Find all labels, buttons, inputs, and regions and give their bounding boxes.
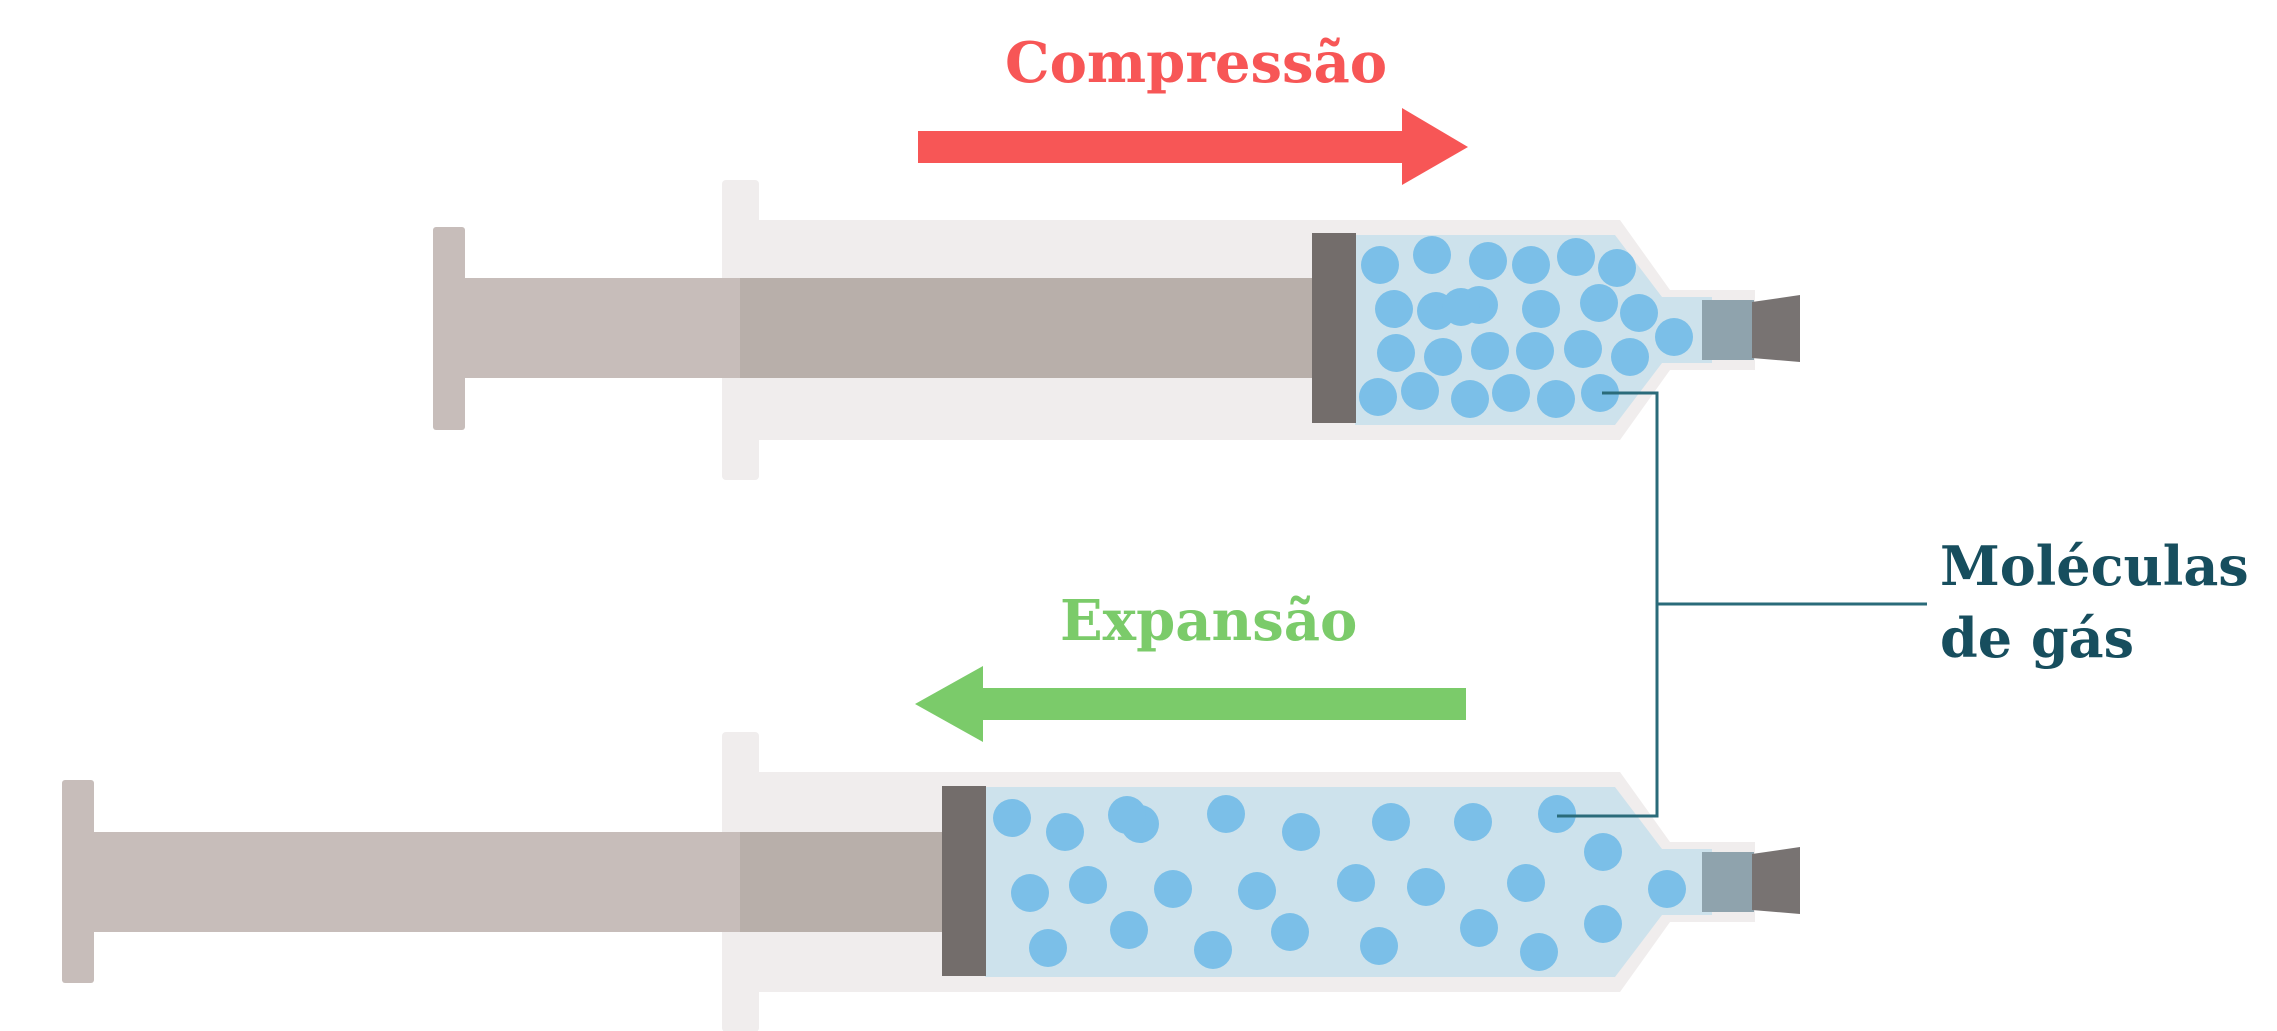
gas-molecules-label-line2: de gás [1940, 606, 2135, 670]
gas-molecule [1282, 813, 1320, 851]
syringe-tip [1702, 300, 1754, 360]
gas-molecule [1046, 813, 1084, 851]
gas-molecule [1110, 911, 1148, 949]
gas-molecule [1413, 236, 1451, 274]
compression-label: Compressão [1005, 30, 1388, 96]
gas-molecule [1611, 338, 1649, 376]
expansion-arrow [915, 666, 1466, 742]
plunger-thumb-rest [433, 227, 465, 430]
gas-molecule [1520, 933, 1558, 971]
gas-molecule [1580, 284, 1618, 322]
gas-molecule [1454, 803, 1492, 841]
piston [942, 786, 986, 976]
gas-molecule [1522, 290, 1560, 328]
gas-molecule [1581, 374, 1619, 412]
gas-molecule [1620, 294, 1658, 332]
expanded-syringe [62, 732, 1800, 1031]
gas-molecule [1375, 290, 1413, 328]
compression-arrow [918, 108, 1468, 185]
gas-molecule [1377, 334, 1415, 372]
gas-molecule [1557, 238, 1595, 276]
gas-molecule [1537, 380, 1575, 418]
expansion-label: Expansão [1060, 588, 1358, 654]
gas-molecule [1207, 795, 1245, 833]
gas-molecule [1337, 864, 1375, 902]
gas-molecule [1598, 249, 1636, 287]
gas-molecule [1401, 372, 1439, 410]
piston [1312, 233, 1356, 423]
gas-molecule [1655, 318, 1693, 356]
plunger-thumb-rest [62, 780, 94, 983]
gas-molecule [1584, 905, 1622, 943]
gas-molecule [1359, 378, 1397, 416]
molecule-leader-line [1557, 391, 1927, 818]
syringe-tip [1702, 852, 1754, 912]
gas-molecule [1507, 864, 1545, 902]
gas-molecule [1538, 795, 1576, 833]
gas-molecules-label: Moléculas de gás [1940, 530, 2249, 674]
gas-molecule [1451, 380, 1489, 418]
gas-molecule [1360, 927, 1398, 965]
compressed-syringe [433, 180, 1800, 480]
gas-molecule [1564, 330, 1602, 368]
gas-molecule [1512, 246, 1550, 284]
gas-molecule [1424, 338, 1462, 376]
gas-molecule [1648, 870, 1686, 908]
gas-molecule [1492, 374, 1530, 412]
plunger-rod [460, 278, 740, 378]
plunger-rod-inside [740, 832, 942, 932]
gas-molecule [1108, 796, 1146, 834]
gas-molecule [1584, 833, 1622, 871]
gas-molecule [1029, 929, 1067, 967]
gas-molecule [1194, 931, 1232, 969]
gas-molecule [1271, 913, 1309, 951]
syringe-nozzle [1752, 847, 1800, 914]
plunger-rod [90, 832, 740, 932]
gas-molecule [1460, 909, 1498, 947]
gas-molecule [1442, 288, 1480, 326]
gas-molecule [1011, 874, 1049, 912]
molecule-group [993, 795, 1686, 971]
gas-molecules-label-line1: Moléculas [1940, 534, 2249, 598]
gas-molecule [1154, 870, 1192, 908]
gas-molecule [993, 799, 1031, 837]
gas-molecule [1469, 242, 1507, 280]
gas-molecule [1238, 872, 1276, 910]
gas-molecule [1471, 332, 1509, 370]
gas-molecule [1516, 332, 1554, 370]
plunger-rod-inside [740, 278, 1312, 378]
molecule-group [1359, 236, 1693, 418]
gas-molecule [1372, 803, 1410, 841]
gas-molecule [1361, 246, 1399, 284]
gas-molecule [1069, 866, 1107, 904]
gas-molecule [1407, 868, 1445, 906]
syringe-nozzle [1752, 295, 1800, 362]
